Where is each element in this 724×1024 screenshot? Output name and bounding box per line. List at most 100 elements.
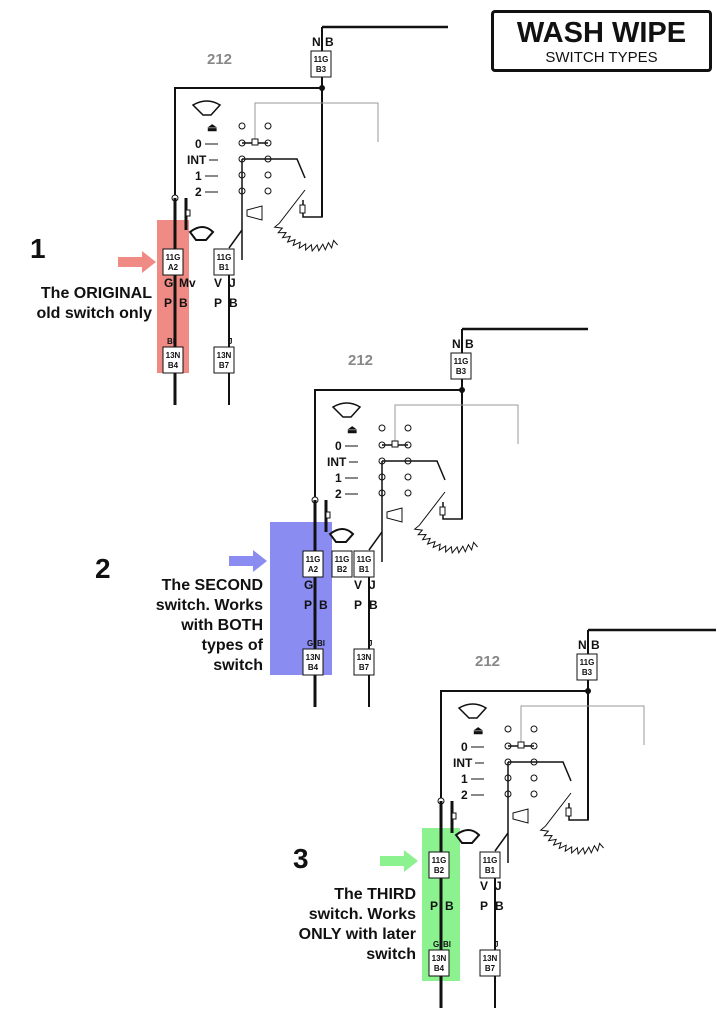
panel-2-contact-right-5	[404, 489, 412, 497]
panel-3-grey-outline	[520, 705, 645, 745]
panel-3-description: The THIRD switch. Works ONLY with later …	[275, 885, 416, 965]
panel-2-wire-top-mid-2: J	[369, 578, 376, 592]
panel-3-contact-left-1	[504, 725, 512, 733]
panel-1-wire-bot-mid-1: J	[228, 337, 232, 346]
panel-1-pos-label-4: 1	[195, 169, 202, 183]
panel-1-connector-bot-left	[162, 346, 184, 374]
panel-2-pos-label-4: 1	[335, 471, 342, 485]
panel-2-connector-mid	[353, 550, 375, 578]
panel-3-top-connector-line-1: 11G	[580, 658, 595, 667]
panel-1-top-connector-line-1: 11G	[314, 55, 329, 64]
panel-3-pos-label-4: 1	[461, 772, 468, 786]
panel-1-connector-mid	[213, 248, 235, 276]
panel-3-desc-line-2: switch. Works	[308, 906, 416, 923]
panel-3-connector-mid	[479, 851, 501, 879]
panel-2-contact-right-4	[404, 473, 412, 481]
panel-1-connector-bot-left-line-2: B4	[168, 361, 179, 370]
panel-1-pos-label-3: INT	[187, 153, 207, 167]
panel-3-pos-label-2: 0	[461, 740, 468, 754]
panel-3-bridge-contact	[517, 741, 525, 749]
panel-3-rheostat-contact	[565, 807, 572, 817]
panel-3-contact-right-5	[530, 790, 538, 798]
panel-3-wire-mid-right-2: B	[495, 899, 504, 913]
panel-3-wire-top-mid-2: J	[495, 879, 502, 893]
panel-1-top-letter-b: B	[325, 35, 334, 49]
panel-3-int-wire	[508, 761, 572, 782]
panel-2-contact-left-1	[378, 424, 386, 432]
panel-1-pos-label-1: ⏏	[207, 122, 218, 134]
panel-3-connector-mid-line-1: 11G	[483, 856, 498, 865]
panel-2-pump-icon	[386, 507, 403, 523]
panel-1-lever-pin	[185, 209, 191, 217]
panel-1-connector-bot-right	[213, 346, 235, 374]
panel-2-top-letter-n: N	[452, 337, 461, 351]
panel-3-wiper-icon	[457, 703, 488, 719]
panel-3-connector-bot-right-line-1: 13N	[483, 954, 498, 963]
panel-1-wire-mid-right-1: P	[214, 296, 222, 310]
panel-3-connector-bot-left-line-2: B4	[434, 964, 445, 973]
panel-3-wire-mid-right-1: P	[480, 899, 488, 913]
panel-2-connector-mid-line-2: B1	[359, 565, 370, 574]
panel-2-pos-label-2: 0	[335, 439, 342, 453]
panel-2-wire-mid-right-1: P	[354, 598, 362, 612]
panel-1-grey-outline	[254, 102, 379, 142]
panel-1-connector-bot-left-line-1: 13N	[166, 351, 181, 360]
panel-2-desc-line-2: switch. Works	[155, 597, 263, 614]
panel-1-contact-right-5	[264, 187, 272, 195]
panel-1-arrow	[118, 251, 156, 273]
panel-2-wire-mid-right-2: B	[369, 598, 378, 612]
panel-3-connector-bot-right	[479, 949, 501, 977]
panel-2-contact-right-1	[404, 424, 412, 432]
panel-3-contact-right-1	[530, 725, 538, 733]
panel-1-connector-left-line-1: 11G	[166, 253, 181, 262]
panel-1-contact-left-1	[238, 122, 246, 130]
panel-2-wire-bot-left-1: G	[307, 639, 313, 648]
panel-2-connector-left2	[331, 550, 353, 578]
panel-1-int-wire	[242, 158, 306, 179]
panel-2-wire-top-mid-1: V	[354, 578, 362, 592]
panel-2-connector-bot-left-line-1: 13N	[306, 653, 321, 662]
panel-3-connector-left-line-2: B2	[434, 866, 445, 875]
panel-3-desc-line-3: ONLY with later	[298, 926, 416, 943]
panel-1-bridge-contact	[251, 138, 259, 146]
panel-2-connector-left-line-2: A2	[308, 565, 319, 574]
panel-3-connector-left	[428, 851, 450, 879]
panel-2-connector-bot-right	[353, 648, 375, 676]
panel-2-lever-pin	[325, 511, 331, 519]
panel-2-bridge-contact	[391, 440, 399, 448]
panel-3-connector-mid-line-2: B1	[485, 866, 496, 875]
panel-2-grey-outline	[394, 404, 519, 444]
panel-3-main-wire	[440, 690, 588, 798]
panel-3-number: 3	[293, 843, 309, 874]
panel-1-rheostat-contact	[299, 204, 306, 214]
panel-1-contact-right-4	[264, 171, 272, 179]
panel-3-pump-icon	[512, 808, 529, 824]
panel-1-connector-left	[162, 248, 184, 276]
panel-1-pos-label-5: 2	[195, 185, 202, 199]
panel-2-top-connector-line-1: 11G	[454, 357, 469, 366]
panel-1-wire-bot-left-1: Bl	[167, 337, 175, 346]
panel-1-rheostat-wire	[302, 200, 323, 218]
panel-1-connector-bot-right-line-2: B7	[219, 361, 230, 370]
panel-1-wire-top-left-1: G	[164, 276, 173, 290]
panel-2-pos-label-3: INT	[327, 455, 347, 469]
panel-2-top-letter-b: B	[465, 337, 474, 351]
panel-2-rheostat-contact	[439, 506, 446, 516]
panel-2-connector-left2-line-2: B2	[337, 565, 348, 574]
panel-1-top-connector-line-2: B3	[316, 65, 327, 74]
panel-3-b1-feed	[494, 832, 509, 852]
panel-1-wire-mid-left-1: P	[164, 296, 172, 310]
panel-2-connector-bot-right-line-2: B7	[359, 663, 370, 672]
panel-1-number: 1	[30, 233, 46, 264]
panel-1-desc-line-1: The ORIGINAL	[40, 285, 152, 302]
panel-2-top-connector-line-2: B3	[456, 367, 467, 376]
panel-3-connector-left-line-1: 11G	[432, 856, 447, 865]
panel-3-rheostat	[539, 792, 604, 856]
panel-3-top-letter-n: N	[578, 638, 587, 652]
panel-2-desc-line-4: types of	[201, 637, 263, 654]
